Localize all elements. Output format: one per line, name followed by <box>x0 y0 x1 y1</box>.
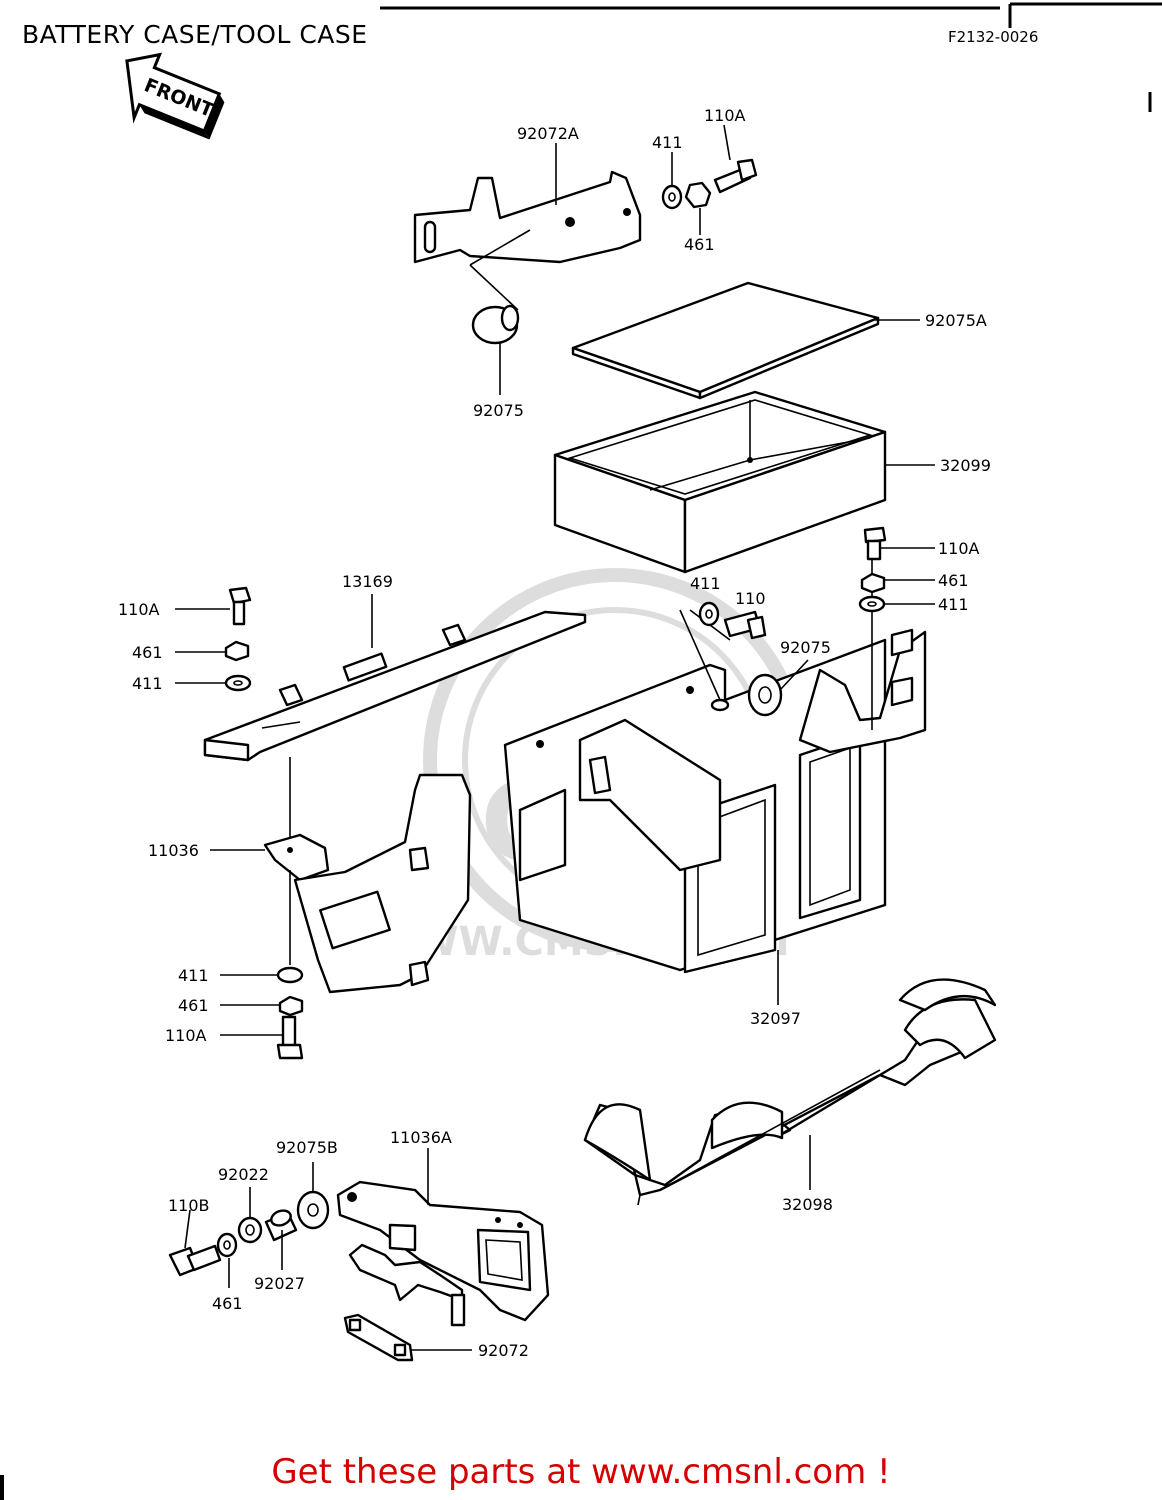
part-mid-hardware <box>698 601 767 640</box>
label-92022: 92022 <box>218 1165 269 1184</box>
label-411-left: 411 <box>132 674 163 693</box>
label-110a-low: 110A <box>165 1026 207 1045</box>
label-461-bottom: 461 <box>212 1294 243 1313</box>
label-461-left: 461 <box>132 643 163 662</box>
part-13169-bracket <box>203 610 587 762</box>
part-lower-left-hardware <box>276 757 304 1060</box>
cmsnl-promo-link[interactable]: Get these parts at www.cmsnl.com ! <box>271 1452 891 1492</box>
part-11036a-bracket <box>336 1180 550 1327</box>
part-bottom-hardware <box>168 1190 330 1277</box>
label-461-top: 461 <box>684 235 715 254</box>
part-labels: 92072A 411 110A 461 92075A 92075 32099 1… <box>118 106 991 1360</box>
label-32099: 32099 <box>940 456 991 475</box>
label-92075b: 92075B <box>276 1138 338 1157</box>
diagram-title: BATTERY CASE/TOOL CASE <box>22 20 368 49</box>
label-411-right: 411 <box>938 595 969 614</box>
label-13169: 13169 <box>342 572 393 591</box>
label-411-mid: 411 <box>690 574 721 593</box>
part-92072-band <box>343 1313 414 1362</box>
label-411-low: 411 <box>178 966 209 985</box>
label-92075-top: 92075 <box>473 401 524 420</box>
label-461-right: 461 <box>938 571 969 590</box>
label-92075a: 92075A <box>925 311 987 330</box>
label-32098: 32098 <box>782 1195 833 1214</box>
label-92027: 92027 <box>254 1274 305 1293</box>
label-110a-right: 110A <box>938 539 980 558</box>
label-11036: 11036 <box>148 841 199 860</box>
label-411-top: 411 <box>652 133 683 152</box>
label-92075-mid: 92075 <box>780 638 831 657</box>
label-461-low: 461 <box>178 996 209 1015</box>
label-11036a: 11036A <box>390 1128 452 1147</box>
label-32097: 32097 <box>750 1009 801 1028</box>
part-right-hardware <box>858 526 887 613</box>
front-arrow: FRONT <box>125 52 225 140</box>
label-92072: 92072 <box>478 1341 529 1360</box>
part-92075-cap-mid <box>747 673 783 717</box>
label-92072a: 92072A <box>517 124 579 143</box>
part-92075-cap-top <box>471 304 520 345</box>
part-left-hardware <box>224 586 252 692</box>
part-32098-tray <box>583 978 997 1206</box>
part-11036-bracket <box>263 773 472 994</box>
part-92072a-bracket <box>413 170 642 311</box>
label-110-mid: 110 <box>735 589 766 608</box>
figure-code: F2132-0026 <box>948 28 1039 46</box>
leader-lines <box>175 124 935 1351</box>
part-32099-box <box>553 390 887 574</box>
part-92075a-pad <box>571 281 880 400</box>
label-110b: 110B <box>168 1196 210 1215</box>
label-110a-top: 110A <box>704 106 746 125</box>
label-110a-left: 110A <box>118 600 160 619</box>
part-top-hardware <box>661 158 758 210</box>
part-32097-frame <box>503 560 927 974</box>
